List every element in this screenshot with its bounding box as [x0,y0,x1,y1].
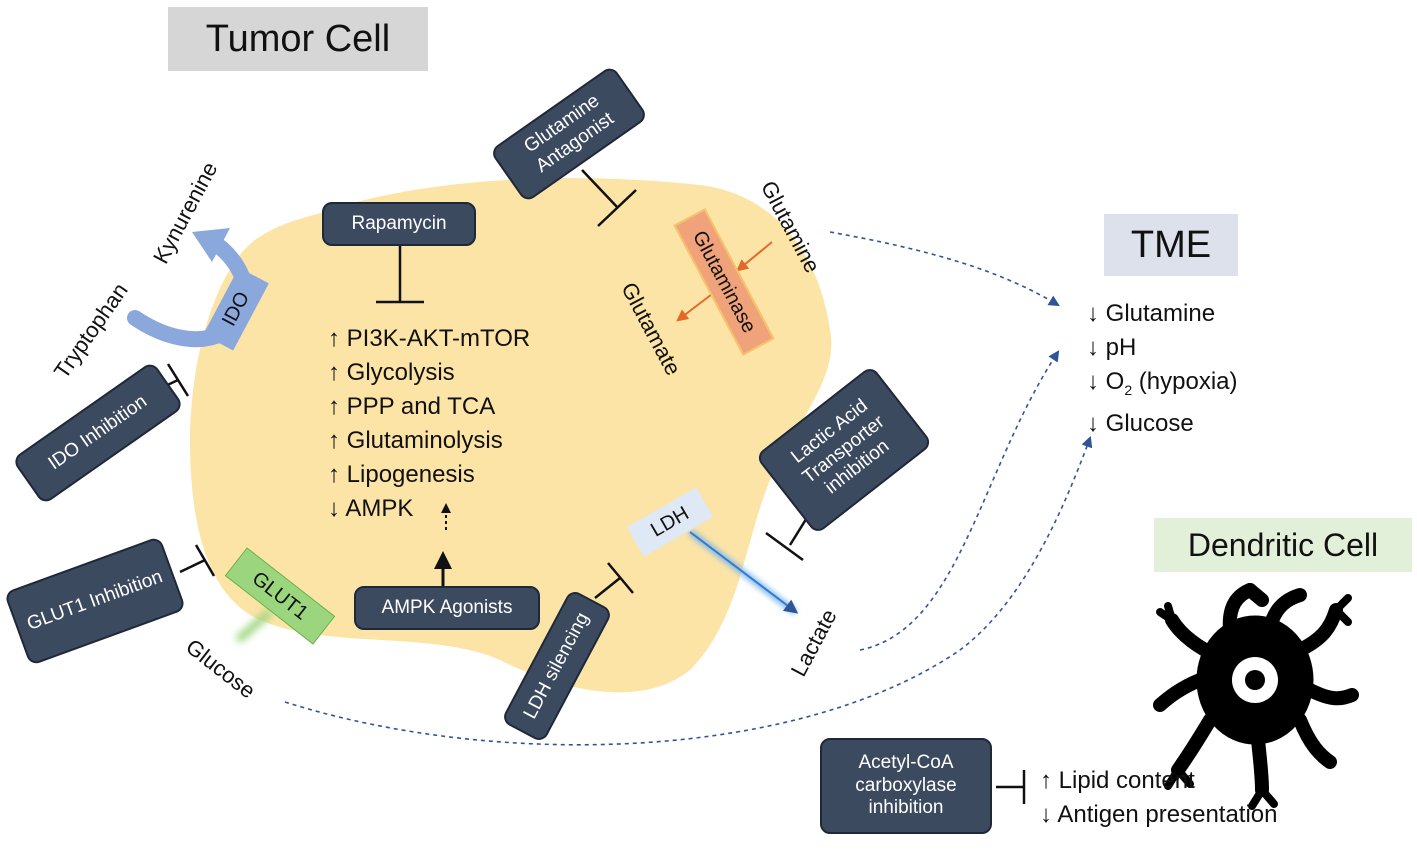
dc-effect-item: ↑ Lipid content [1040,767,1195,794]
glutamine-antagonist-inhibit-line [581,169,619,209]
pathway-item: ↑ Lipogenesis [328,461,475,488]
tme-ph: ↓ pH [1087,334,1137,361]
tme-glucose: ↓ Glucose [1087,409,1194,437]
lactate-arrow [689,531,799,614]
ampk-agonists-box: AMPK Agonists [354,586,540,630]
tme-o2: ↓ O2 (hypoxia) [1087,365,1238,407]
tme-title: TME [1104,214,1238,276]
glut1-inhibit-bar [194,544,216,577]
dendritic-cell-icon [1153,583,1359,810]
glucose-uptake-glow [235,608,273,644]
ldh-silencing-inhibit-line [594,577,621,599]
ido-arrowhead [192,228,230,262]
tumor-pathways-list: ↑ PI3K-AKT-mTOR ↑ Glycolysis ↑ PPP and T… [328,322,530,526]
pathway-item: ↑ PPP and TCA [328,393,496,420]
glucose-tme-dashed-arrow [284,435,1093,746]
pathway-item: ↑ Glutaminolysis [328,427,503,454]
tumor-cell-title: Tumor Cell [168,7,428,71]
pathway-item: ↑ PI3K-AKT-mTOR [328,325,531,352]
dc-effects-list: ↑ Lipid content ↓ Antigen presentation [1040,764,1278,832]
glut1-inhibit-line [179,558,206,574]
ido-inhibit-bar [166,363,190,397]
tme-title-text: TME [1130,223,1212,266]
tme-glutamine: ↓ Glutamine [1087,300,1216,327]
ampk-agonists-label: AMPK Agonists [381,596,513,618]
tumor-cell-title-text: Tumor Cell [205,17,391,60]
pathway-item: ↑ Glycolysis [328,359,455,386]
tme-effects-list: ↓ Glutamine ↓ pH ↓ O2 (hypoxia) ↓ Glucos… [1087,297,1238,441]
lat-inhibit-bar [765,531,804,562]
dendritic-cell-title-text: Dendritic Cell [1187,526,1379,563]
dc-effect-item: ↓ Antigen presentation [1040,801,1278,828]
glutamine-antagonist-inhibit-bar [597,189,637,227]
acetyl-coa-carboxylase-inhibition-box: Acetyl-CoA carboxylase inhibition [820,738,992,834]
glutamine-in-arrow [736,241,773,272]
dendritic-cell-title: Dendritic Cell [1154,518,1412,572]
lactate-tme-dashed-arrow [859,350,1060,651]
pathway-item: ↓ AMPK [328,495,414,522]
glutamine-tme-dashed-arrow [829,231,1060,307]
tme-o2-suffix: (hypoxia) [1132,368,1238,395]
ldh-silencing-inhibit-bar [607,562,634,594]
rapamycin-label: Rapamycin [351,212,447,234]
acetyl-coa-carboxylase-inhibition-label: Acetyl-CoA carboxylase inhibition [855,751,957,819]
tme-o2-sub: 2 [1124,381,1133,398]
rapamycin-box: Rapamycin [322,202,476,246]
tumor-cell-body [190,178,832,693]
tme-o2-prefix: ↓ O [1087,368,1125,395]
